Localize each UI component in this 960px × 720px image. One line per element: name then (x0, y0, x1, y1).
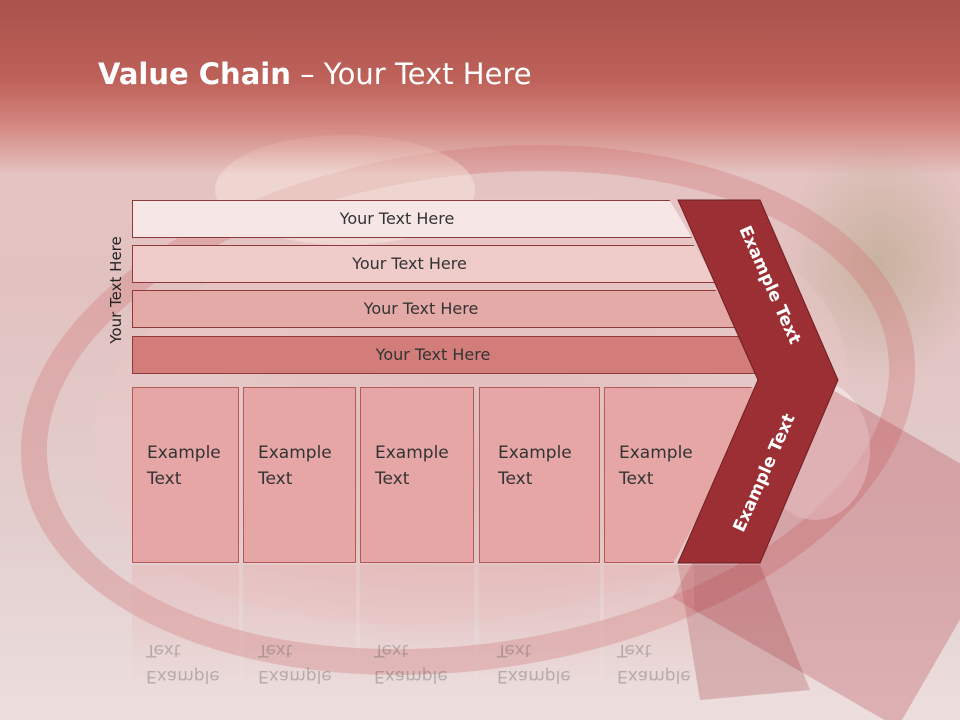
chevron-shape (677, 199, 839, 564)
chevron-reflection (678, 565, 810, 700)
box-text-line1: Example (258, 443, 332, 463)
box-text-line1: Example (147, 443, 221, 463)
reflection-box (604, 565, 694, 685)
reflection-box (243, 565, 356, 685)
primary-activity-box-4[interactable]: Example Text (479, 387, 600, 563)
primary-activity-box-1[interactable]: Example Text (132, 387, 239, 563)
primary-activity-box-2[interactable]: Example Text (243, 387, 356, 563)
box-text-line2: Text (498, 469, 533, 489)
reflection-box (479, 565, 600, 685)
box-text-line2: Text (375, 469, 410, 489)
title-band (0, 0, 960, 175)
box-text-line1: Example (498, 443, 572, 463)
box-text-line1: Example (375, 443, 449, 463)
slide-title: Value Chain – Your Text Here (98, 56, 532, 92)
reflection-box (132, 565, 239, 685)
box-text-line2: Text (619, 469, 654, 489)
support-row-3[interactable]: Your Text Here (132, 290, 740, 328)
support-row-1[interactable]: Your Text Here (132, 200, 692, 238)
box-text-line2: Text (147, 469, 182, 489)
title-rest: – Your Text Here (290, 57, 532, 91)
title-bold: Value Chain (98, 57, 291, 91)
support-row-2[interactable]: Your Text Here (132, 245, 717, 283)
reflection-box (360, 565, 474, 685)
box-text-line1: Example (619, 443, 693, 463)
primary-activity-box-3[interactable]: Example Text (360, 387, 474, 563)
box-text-line2: Text (258, 469, 293, 489)
support-row-4[interactable]: Your Text Here (132, 336, 764, 374)
